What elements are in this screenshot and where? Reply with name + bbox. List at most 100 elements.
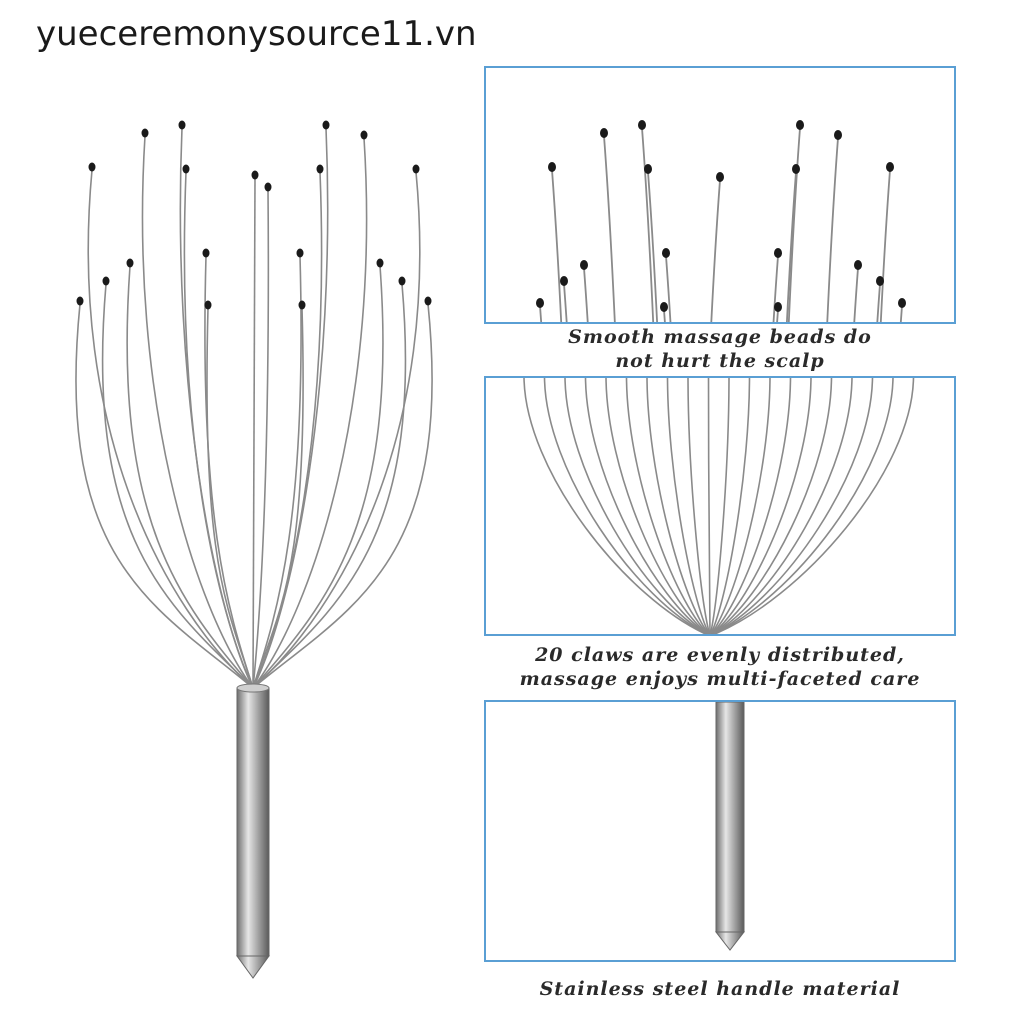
wire-claw	[712, 378, 894, 634]
store-watermark: yueceremonysource11.vn	[36, 14, 477, 54]
wire-claw	[853, 267, 859, 322]
massage-bead	[264, 182, 272, 192]
massage-bead	[792, 164, 800, 174]
massage-bead	[644, 164, 652, 174]
wire-claw	[785, 171, 797, 322]
massage-bead	[580, 260, 588, 270]
claws-caption-line1: 20 claws are evenly distributed,	[535, 644, 905, 666]
massage-bead	[376, 258, 384, 268]
massage-bead	[126, 258, 134, 268]
handle-detail-frame	[484, 700, 956, 962]
beads-caption-line1: Smooth massage beads do	[568, 326, 872, 348]
wire-claw	[707, 378, 711, 634]
wire-claw	[665, 255, 672, 322]
claws-caption-line2: massage enjoys multi-faceted care	[519, 668, 921, 690]
massage-bead	[102, 276, 110, 286]
wire-claw	[252, 283, 407, 689]
wire-claw	[711, 378, 853, 634]
wire-claw	[710, 179, 721, 322]
wire-claw	[252, 171, 323, 689]
wire-claw	[252, 189, 270, 689]
wire-claw	[101, 283, 254, 689]
wire-claw	[252, 307, 304, 689]
wire-claw	[647, 171, 659, 322]
massage-bead	[204, 300, 212, 310]
wire-claw	[87, 169, 254, 689]
massage-bead	[251, 170, 259, 180]
wire-claw	[709, 378, 730, 634]
massage-bead	[182, 164, 190, 174]
main-beads	[76, 120, 432, 310]
massage-bead	[202, 248, 210, 258]
wire-claw	[252, 265, 384, 689]
wire-claw	[710, 378, 751, 634]
wire-claw	[666, 378, 710, 634]
wire-claw	[564, 378, 709, 634]
wire-claw	[712, 378, 915, 634]
wire-claw	[583, 267, 589, 322]
wire-claw	[787, 127, 801, 322]
wire-claw	[687, 378, 711, 634]
massage-bead	[854, 260, 862, 270]
massage-bead	[88, 162, 96, 172]
massage-bead	[360, 130, 368, 140]
massage-bead	[774, 248, 782, 258]
wire-claw	[826, 137, 839, 322]
detail-claws-view	[523, 378, 915, 634]
main-massager	[75, 127, 433, 689]
massage-bead	[548, 162, 556, 172]
wire-claw	[252, 127, 329, 689]
massage-bead	[316, 164, 324, 174]
wire-claw	[772, 255, 779, 322]
wire-claw	[252, 171, 421, 689]
wire-claw	[252, 177, 256, 689]
wire-claw	[879, 169, 891, 322]
massage-bead	[834, 130, 842, 140]
massage-bead	[886, 162, 894, 172]
wire-claw	[141, 135, 254, 689]
wire-claw	[126, 265, 254, 689]
massage-bead	[898, 298, 906, 308]
massage-bead	[600, 128, 608, 138]
wire-claw	[646, 378, 710, 634]
beads-caption-line2: not hurt the scalp	[615, 350, 825, 372]
wire-claw	[603, 135, 616, 322]
massage-bead	[412, 164, 420, 174]
massage-bead	[398, 276, 406, 286]
massage-bead	[141, 128, 149, 138]
detail-handle-view	[714, 702, 746, 951]
wire-claw	[711, 378, 833, 634]
massage-bead	[638, 120, 646, 130]
wire-claw	[711, 378, 874, 634]
massage-bead	[796, 120, 804, 130]
massage-bead	[716, 172, 724, 182]
wire-claw	[183, 171, 254, 689]
massage-bead	[774, 302, 782, 312]
main-handle	[236, 683, 270, 979]
wire-claw	[75, 303, 254, 689]
wire-claw	[252, 137, 368, 689]
wire-claw	[625, 378, 710, 634]
wire-claw	[710, 378, 792, 634]
wire-claw	[523, 378, 708, 634]
massage-bead	[322, 120, 330, 130]
massage-bead	[76, 296, 84, 306]
massage-bead	[424, 296, 432, 306]
massage-bead	[560, 276, 568, 286]
wire-claw	[252, 303, 433, 689]
wire-claw	[605, 378, 709, 634]
massage-bead	[298, 300, 306, 310]
wire-claw	[876, 283, 881, 322]
massage-bead	[660, 302, 668, 312]
wire-claw	[710, 378, 771, 634]
wire-claw	[641, 127, 655, 322]
wire-claw	[584, 378, 709, 634]
wire-claw	[252, 255, 302, 689]
wire-claw	[563, 283, 568, 322]
handle-caption: Stainless steel handle material	[539, 978, 901, 1000]
beads-detail-frame	[484, 66, 956, 324]
detail-beads-view	[536, 120, 906, 322]
massage-bead	[296, 248, 304, 258]
claws-detail-frame	[484, 376, 956, 636]
